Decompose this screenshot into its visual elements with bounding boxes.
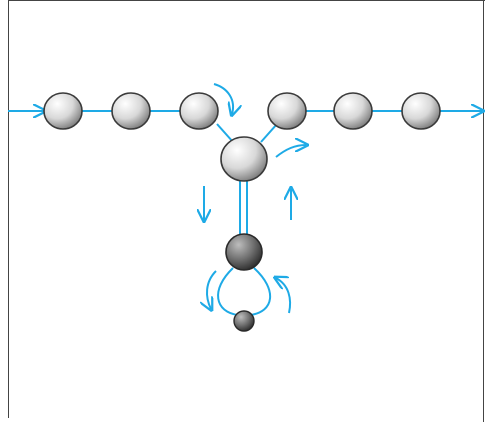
chain-node: [111, 92, 151, 130]
curved-arrow-out-of-junction-icon: [275, 145, 306, 158]
dark-ball: [225, 233, 263, 271]
loop-arrow-left-icon: [207, 270, 217, 309]
chain-link-out-of-junction: [260, 123, 278, 143]
chain-node: [43, 92, 83, 130]
main-chain-lines: [8, 111, 482, 143]
loop-lines: [217, 267, 272, 316]
chain-node: [267, 92, 307, 130]
large-light-ball: [220, 136, 268, 182]
loop-arrow-right-icon: [276, 278, 292, 314]
stem-double-line: [239, 181, 248, 236]
chain-node: [333, 92, 373, 130]
main-chain-nodes: [43, 92, 441, 130]
chain-node: [401, 92, 441, 130]
small-ball: [233, 310, 255, 332]
curved-arrow-into-junction-icon: [213, 83, 233, 114]
flow-arrows: [204, 83, 306, 314]
chain-link-into-junction: [216, 123, 234, 143]
chain-node: [179, 92, 219, 130]
